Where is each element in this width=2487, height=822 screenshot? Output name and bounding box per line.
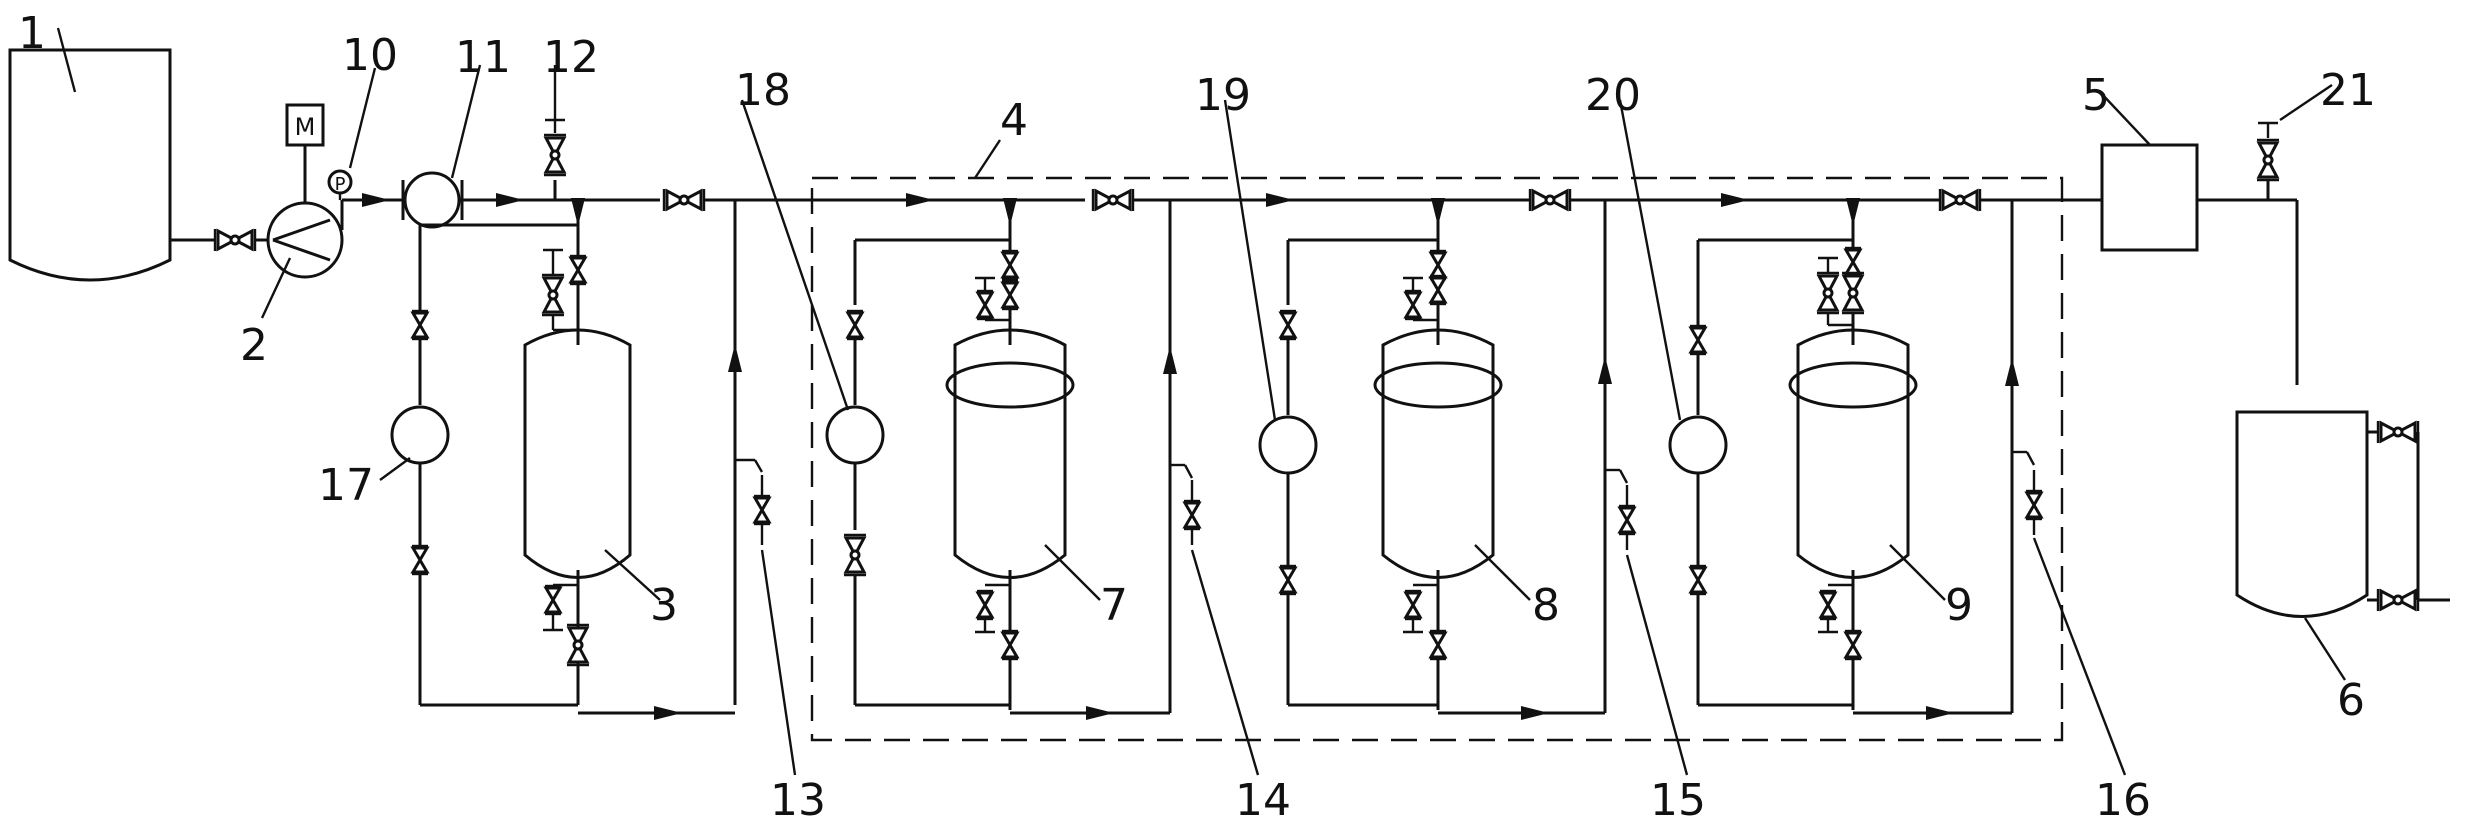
label-3: 3 [650, 580, 678, 631]
label-2: 2 [240, 320, 268, 371]
label-17: 17 [318, 460, 374, 511]
valve-main-1 [662, 187, 706, 213]
label-15: 15 [1650, 775, 1706, 822]
feed-tank-1 [8, 48, 172, 282]
pump-2: M [266, 103, 344, 279]
label-18: 18 [735, 65, 791, 116]
flowmeter-20 [1668, 415, 1728, 475]
sample-valve-15 [1617, 504, 1637, 536]
valve-tank6-upper [2376, 419, 2420, 445]
reactor-8 [1373, 328, 1503, 579]
label-7: 7 [1100, 580, 1128, 631]
label-14: 14 [1235, 775, 1291, 822]
flowmeter-11 [401, 171, 464, 229]
motor-symbol: M [295, 113, 316, 141]
gauge-symbol: P [335, 174, 346, 195]
label-5: 5 [2082, 70, 2110, 121]
label-9: 9 [1945, 580, 1973, 631]
valve-main-4 [1938, 187, 1982, 213]
label-13: 13 [770, 775, 826, 822]
vent-valve-12 [542, 133, 568, 177]
label-12: 12 [543, 32, 599, 83]
module-enclosure-4 [810, 176, 2064, 742]
label-4: 4 [1000, 95, 1028, 146]
flowmeter-18 [825, 405, 885, 465]
flowmeter-17 [390, 405, 450, 465]
label-16: 16 [2095, 775, 2151, 822]
vent-valve-21 [2255, 138, 2281, 182]
valve-main-2 [1091, 187, 1135, 213]
reactor-9 [1788, 328, 1918, 579]
label-8: 8 [1532, 580, 1560, 631]
sample-valve-16 [2024, 489, 2044, 521]
sample-valve-14 [1182, 499, 1202, 531]
label-1: 1 [18, 8, 46, 59]
label-10: 10 [342, 30, 398, 81]
column-3 [523, 328, 632, 579]
label-6: 6 [2337, 675, 2365, 726]
sample-valve-13 [752, 494, 772, 526]
label-20: 20 [1585, 70, 1641, 121]
flowmeter-19 [1258, 415, 1318, 475]
label-19: 19 [1195, 70, 1251, 121]
reactor-7 [945, 328, 1075, 579]
label-11: 11 [455, 32, 511, 83]
valve-main-3 [1528, 187, 1572, 213]
valve-inlet-pump [213, 227, 257, 253]
product-tank-6 [2235, 410, 2369, 618]
pressure-gauge-10: P [327, 169, 353, 200]
valve-tank6-lower [2376, 587, 2420, 613]
label-21: 21 [2320, 65, 2376, 116]
unit-5 [2100, 143, 2199, 252]
